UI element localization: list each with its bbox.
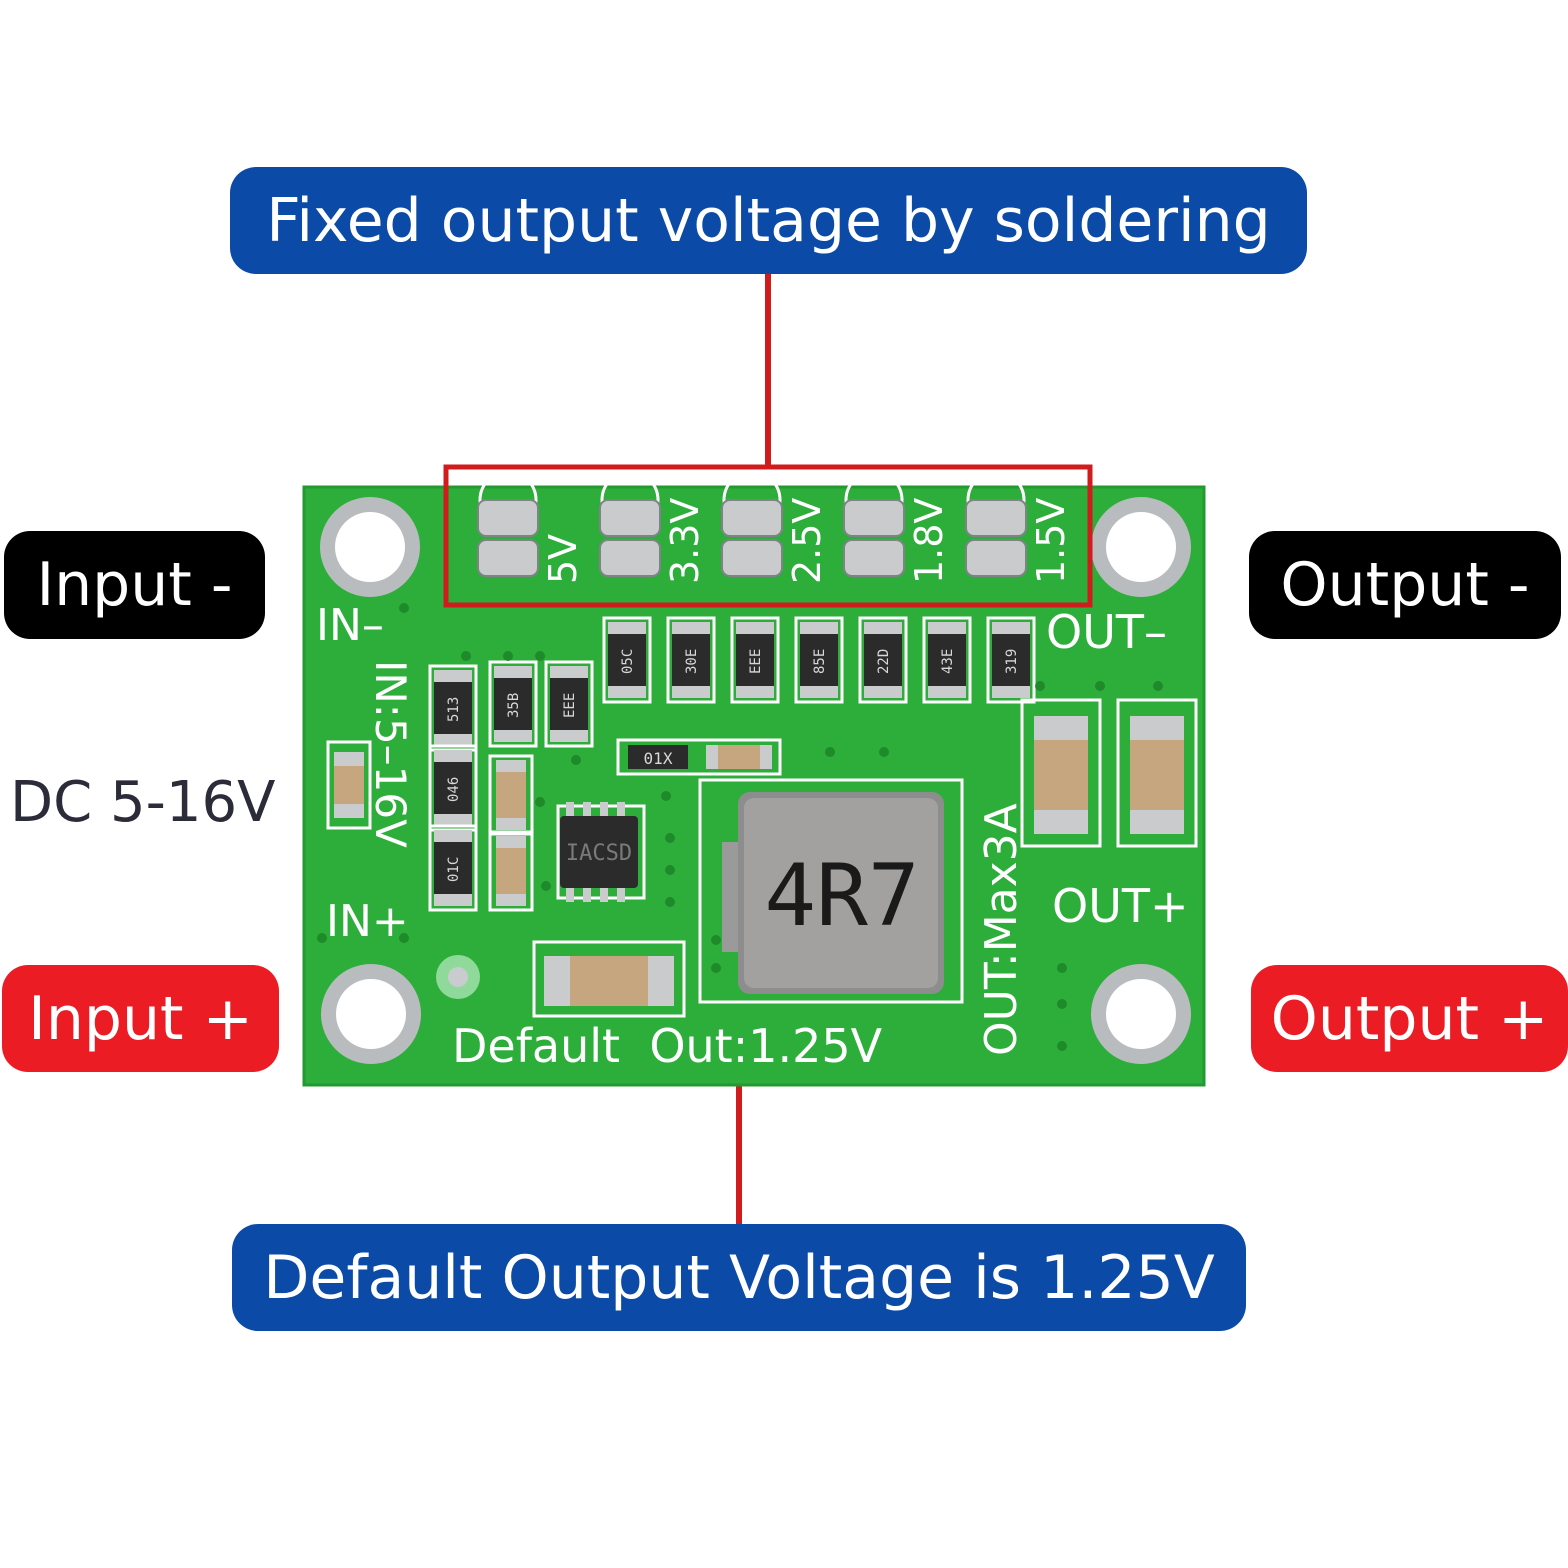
solder-pad-3.3V: 3.3V bbox=[599, 470, 707, 584]
left-resistor-column: 513 046 01C bbox=[428, 664, 478, 912]
mount-hole-top-right bbox=[1091, 497, 1191, 597]
silk-in-range: IN:5–16V bbox=[366, 660, 415, 848]
solder-pad-1.8V: 1.8V bbox=[843, 470, 951, 584]
fixed-output-text: Fixed output voltage by soldering bbox=[266, 185, 1271, 256]
mid-capacitor-2 bbox=[488, 830, 534, 912]
pad-label-2.5V: 2.5V bbox=[785, 498, 829, 584]
left-resistor-2: 046 bbox=[428, 744, 478, 832]
resistor-code: 22D bbox=[876, 649, 892, 674]
left-resistor-3: 01C bbox=[428, 824, 478, 912]
output-plus-callout: Output + bbox=[1251, 965, 1568, 1072]
resistor-code: 43E bbox=[940, 649, 956, 674]
resistor-code: 30E bbox=[684, 649, 700, 674]
inductor-marking: 4R7 bbox=[764, 846, 919, 946]
resistor-6: 43E bbox=[922, 616, 972, 704]
bottom-capacitor bbox=[532, 940, 686, 1018]
resistor-code: 05C bbox=[620, 649, 636, 674]
output-capacitor-2 bbox=[1116, 698, 1198, 848]
mid-resistor-2: EEE bbox=[544, 660, 594, 748]
regulator-ic: IACSD bbox=[556, 802, 646, 902]
pad-label-1.8V: 1.8V bbox=[907, 498, 951, 584]
inductor: 4R7 bbox=[698, 778, 964, 1004]
input-minus-callout: Input - bbox=[4, 531, 265, 639]
silk-out-plus: OUT+ bbox=[1052, 879, 1189, 933]
mount-hole-top-left bbox=[320, 497, 420, 597]
resistor-code: 513 bbox=[446, 697, 462, 722]
small-component-code: 01X bbox=[644, 749, 673, 768]
output-plus-text: Output + bbox=[1270, 983, 1549, 1054]
left-resistor-1: 513 bbox=[428, 664, 478, 752]
resistor-3: EEE bbox=[730, 616, 780, 704]
resistor-code: EEE bbox=[748, 649, 764, 674]
input-plus-callout: Input + bbox=[2, 965, 279, 1072]
resistor-row: 05C 30E EEE 85E 22D 43E 319 bbox=[602, 616, 1036, 704]
solder-pad-5V: 5V bbox=[477, 470, 585, 584]
solder-pad-1.5V: 1.5V bbox=[965, 470, 1073, 584]
resistor-code: EEE bbox=[562, 693, 578, 718]
input-capacitor bbox=[334, 752, 364, 818]
resistor-code: 35B bbox=[506, 693, 522, 718]
silk-in-plus: IN+ bbox=[326, 896, 409, 947]
resistor-4: 85E bbox=[794, 616, 844, 704]
mid-capacitor-1 bbox=[488, 754, 534, 836]
solder-pad-2.5V: 2.5V bbox=[721, 470, 829, 584]
default-output-text: Default Output Voltage is 1.25V bbox=[263, 1242, 1215, 1313]
pad-label-5V: 5V bbox=[541, 534, 585, 584]
output-minus-callout: Output - bbox=[1249, 531, 1561, 639]
default-output-callout: Default Output Voltage is 1.25V bbox=[232, 1224, 1246, 1331]
resistor-1: 05C bbox=[602, 616, 652, 704]
output-capacitor-1 bbox=[1020, 698, 1102, 848]
pad-label-3.3V: 3.3V bbox=[663, 498, 707, 584]
dc-range-label: DC 5-16V bbox=[10, 770, 276, 835]
resistor-7: 319 bbox=[986, 616, 1036, 704]
ic-marking: IACSD bbox=[566, 841, 632, 866]
input-plus-text: Input + bbox=[28, 983, 253, 1054]
resistor-code: 046 bbox=[446, 777, 462, 802]
silk-in-minus: IN– bbox=[316, 600, 384, 651]
resistor-code: 319 bbox=[1004, 649, 1020, 674]
resistor-5: 22D bbox=[858, 616, 908, 704]
fixed-output-callout: Fixed output voltage by soldering bbox=[230, 167, 1307, 274]
mid-resistor-column: 35B EEE bbox=[488, 660, 594, 912]
mid-resistor-1: 35B bbox=[488, 660, 538, 748]
input-minus-text: Input - bbox=[36, 550, 233, 620]
silk-default-out: Default Out:1.25V bbox=[452, 1019, 883, 1073]
mount-hole-bottom-left bbox=[321, 964, 421, 1064]
resistor-2: 30E bbox=[666, 616, 716, 704]
mount-hole-bottom-right bbox=[1091, 964, 1191, 1064]
pad-label-1.5V: 1.5V bbox=[1029, 498, 1073, 584]
solder-pads: 5V 3.3V 2.5V 1.8V 1.5V bbox=[477, 470, 1073, 584]
resistor-code: 01C bbox=[446, 857, 462, 882]
silk-out-minus: OUT– bbox=[1046, 605, 1167, 659]
vias bbox=[317, 603, 1163, 1051]
silk-out-max: OUT:Max3A bbox=[976, 803, 1027, 1056]
pad-highlight-box bbox=[443, 464, 1093, 608]
output-minus-text: Output - bbox=[1280, 550, 1530, 620]
resistor-code: 85E bbox=[812, 649, 828, 674]
